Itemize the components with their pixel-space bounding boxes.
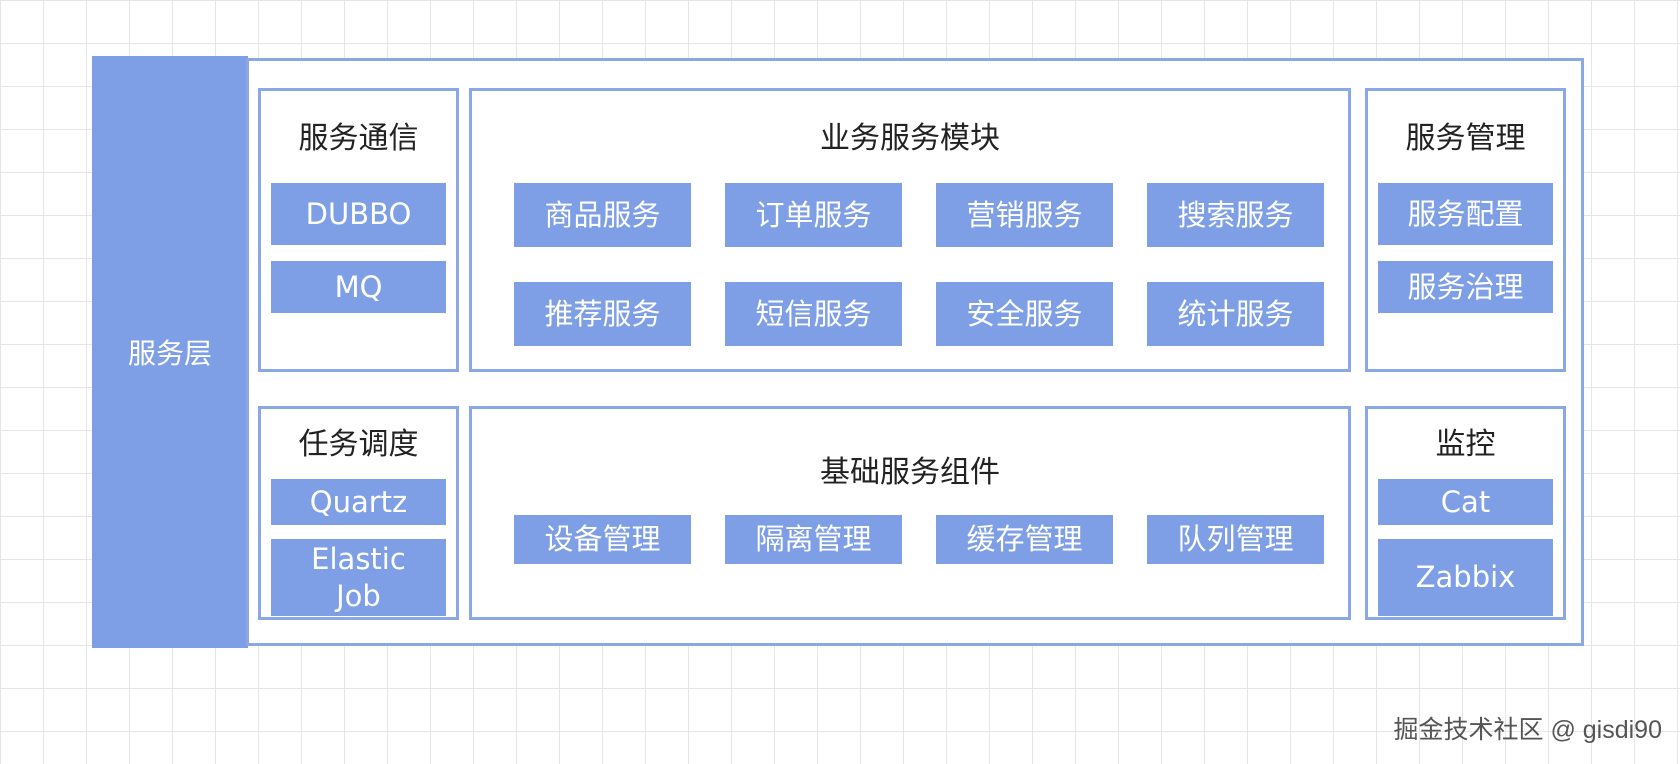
business-title: 业务服务模块: [820, 121, 1000, 156]
watermark: 掘金技术社区 @ gisdi90: [1393, 716, 1663, 744]
chip-mq[interactable]: MQ: [271, 261, 446, 313]
communication-title: 服务通信: [298, 121, 419, 156]
communication-panel: 服务通信 DUBBO MQ: [258, 88, 459, 372]
chip-cache-management[interactable]: 缓存管理: [936, 515, 1113, 564]
monitoring-panel: 监控 Cat Zabbix: [1365, 406, 1566, 620]
layer-label: 服务层: [92, 56, 248, 648]
chip-device-management[interactable]: 设备管理: [514, 515, 691, 564]
chip-quartz[interactable]: Quartz: [271, 479, 446, 525]
management-panel: 服务管理 服务配置 服务治理: [1365, 88, 1566, 372]
foundation-title: 基础服务组件: [820, 455, 1000, 490]
chip-product-service[interactable]: 商品服务: [514, 183, 691, 247]
scheduling-title: 任务调度: [298, 427, 419, 462]
chip-recommend-service[interactable]: 推荐服务: [514, 282, 691, 346]
chip-sms-service[interactable]: 短信服务: [725, 282, 902, 346]
chip-dubbo[interactable]: DUBBO: [271, 183, 446, 245]
scheduling-panel: 任务调度 Quartz Elastic Job: [258, 406, 459, 620]
management-title: 服务管理: [1405, 121, 1526, 156]
chip-service-governance[interactable]: 服务治理: [1378, 261, 1553, 313]
chip-queue-management[interactable]: 队列管理: [1147, 515, 1324, 564]
chip-search-service[interactable]: 搜索服务: [1147, 183, 1324, 247]
business-panel: 业务服务模块 商品服务 订单服务 营销服务 搜索服务 推荐服务 短信服务 安全服…: [469, 88, 1351, 372]
chip-order-service[interactable]: 订单服务: [725, 183, 902, 247]
chip-cat[interactable]: Cat: [1378, 479, 1553, 525]
chip-security-service[interactable]: 安全服务: [936, 282, 1113, 346]
foundation-panel: 基础服务组件 设备管理 隔离管理 缓存管理 队列管理: [469, 406, 1351, 620]
chip-zabbix[interactable]: Zabbix: [1378, 539, 1553, 616]
chip-elastic-job[interactable]: Elastic Job: [271, 539, 446, 616]
chip-service-config[interactable]: 服务配置: [1378, 183, 1553, 245]
monitoring-title: 监控: [1435, 427, 1496, 462]
chip-statistics-service[interactable]: 统计服务: [1147, 282, 1324, 346]
chip-isolation-management[interactable]: 隔离管理: [725, 515, 902, 564]
chip-marketing-service[interactable]: 营销服务: [936, 183, 1113, 247]
